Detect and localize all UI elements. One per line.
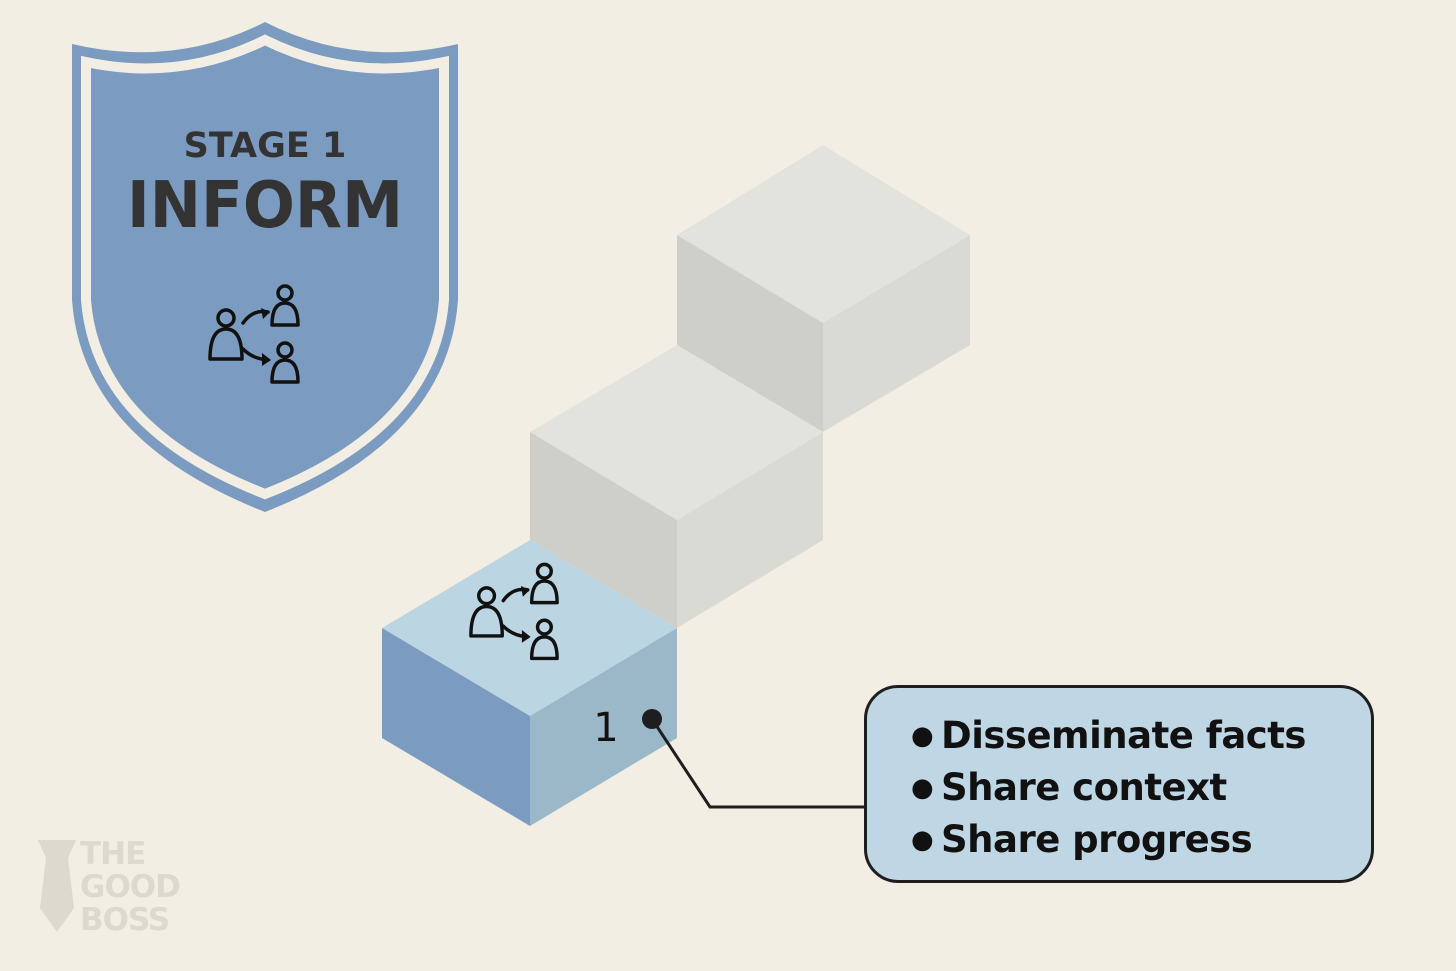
step-1-top (382, 540, 677, 716)
callout-list: ●Disseminate facts ●Share context ●Share… (911, 710, 1371, 866)
bullet-icon: ● (911, 721, 934, 751)
badge-inner-border (81, 34, 449, 500)
badge-stage-label: STAGE 1 (184, 126, 347, 166)
callout-item: ●Disseminate facts (911, 710, 1371, 762)
bullet-icon: ● (911, 773, 934, 803)
connector-line (650, 718, 864, 809)
the-good-boss-logo: THE GOOD BOSS (38, 836, 181, 938)
badge-title: INFORM (127, 169, 403, 243)
callout-item: ●Share context (911, 762, 1371, 814)
stage-badge: STAGE 1 INFORM (72, 22, 458, 512)
badge-shield (72, 22, 458, 512)
bullet-icon: ● (911, 825, 934, 855)
callout-connector (642, 709, 864, 809)
step-2-left (530, 432, 677, 628)
logo-line-3: BOSS (80, 902, 169, 938)
step-1: 1 (382, 540, 677, 826)
callout-box: ●Disseminate facts ●Share context ●Share… (864, 685, 1374, 883)
step-1-number: 1 (593, 705, 618, 751)
step-3-top (677, 145, 970, 323)
step-3-right (823, 235, 970, 432)
step-2-top (530, 345, 823, 520)
step-1-left (382, 628, 530, 826)
step-3 (677, 145, 970, 432)
step-3-left (677, 235, 823, 432)
callout-item-text: Disseminate facts (941, 714, 1306, 757)
necktie-icon (38, 840, 76, 932)
step-2-right (677, 432, 823, 628)
step-2 (530, 345, 823, 628)
callout-item-text: Share context (941, 766, 1227, 809)
logo-line-2: GOOD (80, 869, 180, 905)
logo-line-1: THE (80, 836, 145, 872)
step-1-right (530, 628, 677, 826)
callout-item: ●Share progress (911, 814, 1371, 866)
callout-item-text: Share progress (941, 818, 1253, 861)
connector-dot (642, 709, 662, 729)
